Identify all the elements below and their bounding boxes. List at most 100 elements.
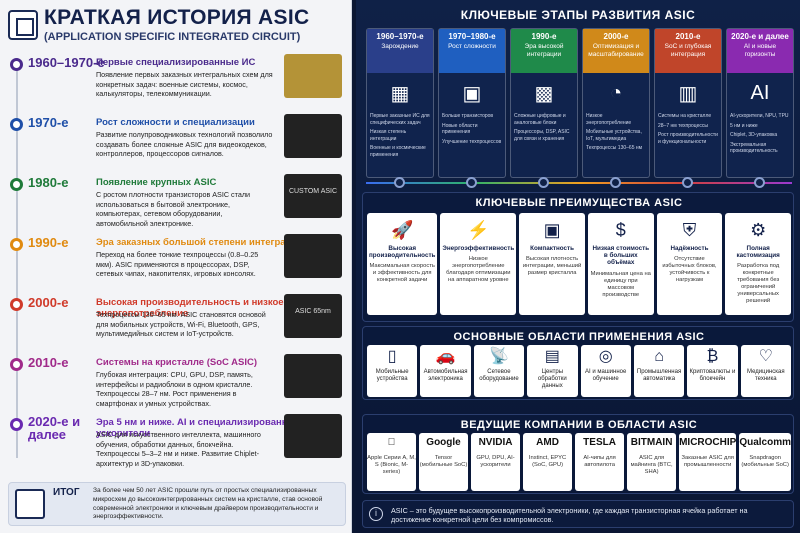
chip-icon: AI [750,81,770,104]
stage-bullet: Военные и космические применения [370,145,426,158]
stage-bullet: Системы на кристалле [658,113,712,119]
stage-bullet: Новые области применения [442,122,478,136]
main-title: КРАТКАЯ ИСТОРИЯ ASIC [44,6,310,29]
app-card: 📡Сетевое оборудование [473,345,525,397]
stage-name: SoC и глубокая интеграция [664,43,712,58]
timeline-text: Появление первых заказных интегральных с… [96,70,273,99]
timeline-dot [466,177,477,188]
timeline-dot [10,238,23,251]
timeline-dot [10,358,23,371]
overview-panel: КЛЮЧЕВЫЕ ЭТАПЫ РАЗВИТИЯ ASIC 1960–1970-е… [356,0,800,533]
stage-bullet: Рост производительности и функциональнос… [658,132,718,145]
timeline-dot [754,177,765,188]
timeline-dot [538,177,549,188]
stage-bullet: Больше транзисторов [442,113,494,119]
timeline-title: Появление крупных ASIC [96,177,217,188]
timeline-text: Глубокая интеграция: CPU, GPU, DSP, памя… [96,370,253,408]
apps-title: ОСНОВНЫЕ ОБЛАСТИ ПРИМЕНЕНИЯ ASIC [453,331,705,343]
company-desc: Apple Серии A, M, S (Bionic, M-series) [367,455,416,475]
stage-name: Зарождение [381,43,419,50]
summary-label: ИТОГ [53,487,80,498]
stage-year: 1960–1970-е [376,32,424,41]
stage-name: Эра высокой интеграции [524,43,564,58]
benefit-icon: 🚀 [390,220,414,240]
app-icon: ▯ [387,348,397,365]
timeline-dot [10,298,23,311]
chip-image [284,114,342,158]
company-desc: AI-чипы для автопилота [583,455,616,468]
app-icon: ▤ [544,348,560,365]
company-desc: Tensor (мобильные SoC) [419,455,468,468]
timeline-title: Высокая производительность и низкое энер… [96,297,284,319]
benefit-text: Низкое энергопотребление благодаря оптим… [446,256,511,284]
chip-icon [15,489,45,519]
app-card: 🚗Автомобильная электроника [420,345,471,397]
benefit-title: Надёжность [670,245,709,252]
stage-bullet: Мобильные устройства, IoT, мультимедиа [586,129,642,142]
chip-image [284,354,342,398]
stage-year: 2010-е [675,32,701,41]
app-icon: 🚗 [435,348,456,365]
stage-year: 2000-е [603,32,629,41]
timeline-dot [10,178,23,191]
chip-icon: ▥ [678,82,698,105]
chip-image: ASIC 65nm [284,294,342,338]
chip-icon: ▣ [462,82,482,105]
timeline-dot [394,177,405,188]
companies-panel: ВЕДУЩИЕ КОМПАНИИ В ОБЛАСТИ ASIC Apple С… [362,414,794,494]
benefits-title: КЛЮЧЕВЫЕ ПРЕИМУЩЕСТВА ASIC [475,197,683,209]
benefit-icon: ▣ [543,220,561,240]
stage-bullet: Первые заказные ИС для специфических зад… [370,113,430,126]
benefit-title: Полная кастомизация [736,245,780,260]
stage-bullet: Сложные цифровые и аналоговые блоки [514,113,566,126]
app-card: ⌂Промышленная автоматика [633,345,685,397]
timeline-title: Эра заказных большой степени интеграции [96,237,304,248]
chip-icon: ▩ [534,82,554,105]
chip-label: CUSTOM ASIC [288,188,338,195]
chip-label: ASIC 65nm [295,308,331,315]
timeline-text: Развитие полупроводниковых технологий по… [96,130,273,159]
app-card: ▯ Мобильные устройства [367,345,418,397]
stage-bullets: Первые заказные ИС для специфических зад… [367,113,433,159]
chip-icon: ▦ [390,82,410,105]
chip-image [284,414,342,458]
history-panel: КРАТКАЯ ИСТОРИЯ ASIC (APPLICATION SPECIF… [0,0,352,533]
stages-timeline [366,182,792,184]
timeline-row: 2000-е Высокая производительность и низко… [0,294,352,358]
app-label: Мобильные устройства [375,369,409,382]
timeline-title: Рост сложности и специализации [96,117,255,128]
app-icon: ⌂ [654,348,664,365]
app-label: Центры обработки данных [537,369,567,389]
timeline-dot [682,177,693,188]
timeline-year: 2000-е [28,295,69,310]
timeline-dot [10,58,23,71]
company-logo: BITMAIN [630,437,673,448]
benefit-icon: ⛨ [682,220,697,240]
app-label: Криптовалюты и блокчейн [689,369,736,382]
benefit-icon: ⚡ [467,220,490,240]
timeline-title: Первые специализированные ИС [96,57,256,68]
benefits-panel: КЛЮЧЕВЫЕ ПРЕИМУЩЕСТВА ASIC 🚀Высокая прои… [362,192,794,322]
